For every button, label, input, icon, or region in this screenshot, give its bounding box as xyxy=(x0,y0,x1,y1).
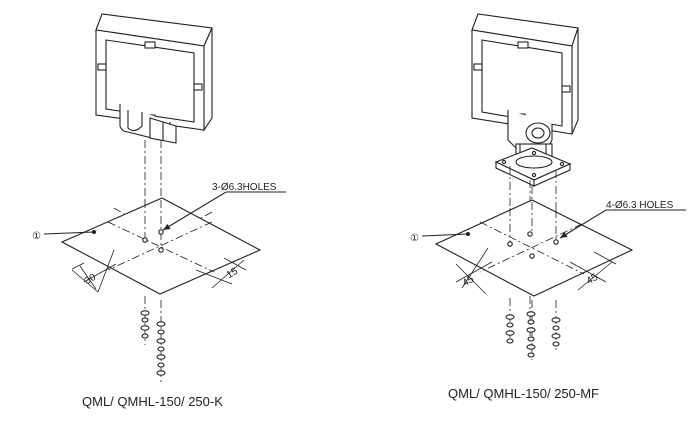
holes-label-mf: 4-Ø6.3 HOLES xyxy=(606,200,674,211)
dim-30-label: 30 xyxy=(83,272,99,287)
fastener-stack-mf-1 xyxy=(505,314,515,344)
mounting-bracket-k xyxy=(119,104,177,144)
fastener-stack-k-1 xyxy=(140,310,150,339)
fastener-stack-mf-2 xyxy=(526,311,536,358)
hole xyxy=(527,231,533,237)
dimension-15 xyxy=(195,257,247,289)
hole xyxy=(158,247,164,253)
hole xyxy=(158,229,164,235)
dimension-30 xyxy=(71,249,117,293)
item-leader-k xyxy=(43,231,95,235)
flange-mf xyxy=(494,147,572,187)
dim-15-label: 15 xyxy=(225,266,241,281)
holes-label-k: 3-Ø6.3HOLES xyxy=(212,182,277,193)
item-leader-mf xyxy=(421,233,469,237)
holes-leader-mf xyxy=(559,209,686,239)
dimension-45-right xyxy=(569,251,617,291)
dim-45-left-label: 45 xyxy=(461,274,477,289)
floodlight-mf xyxy=(471,13,579,135)
holes-leader-k xyxy=(162,191,286,231)
item-number-k: ① xyxy=(32,231,41,242)
figure-k xyxy=(43,13,286,382)
dim-45-right-label: 45 xyxy=(585,272,601,287)
fastener-stack-k-2 xyxy=(156,321,166,376)
fastener-stack-mf-3 xyxy=(551,317,561,347)
fastener-stack-left xyxy=(144,296,162,382)
caption-k: QML/ QMHL-150/ 250-K xyxy=(82,394,223,409)
hole xyxy=(553,239,559,245)
hole xyxy=(529,253,535,259)
caption-mf: QML/ QMHL-150/ 250-MF xyxy=(448,386,599,401)
floodlight-k xyxy=(95,13,213,132)
hole xyxy=(507,241,513,247)
mounting-plate-mf xyxy=(434,199,634,297)
hole xyxy=(142,237,148,243)
dimension-45-left xyxy=(455,247,493,295)
figure-mf xyxy=(421,13,686,360)
item-number-mf: ① xyxy=(410,233,419,244)
